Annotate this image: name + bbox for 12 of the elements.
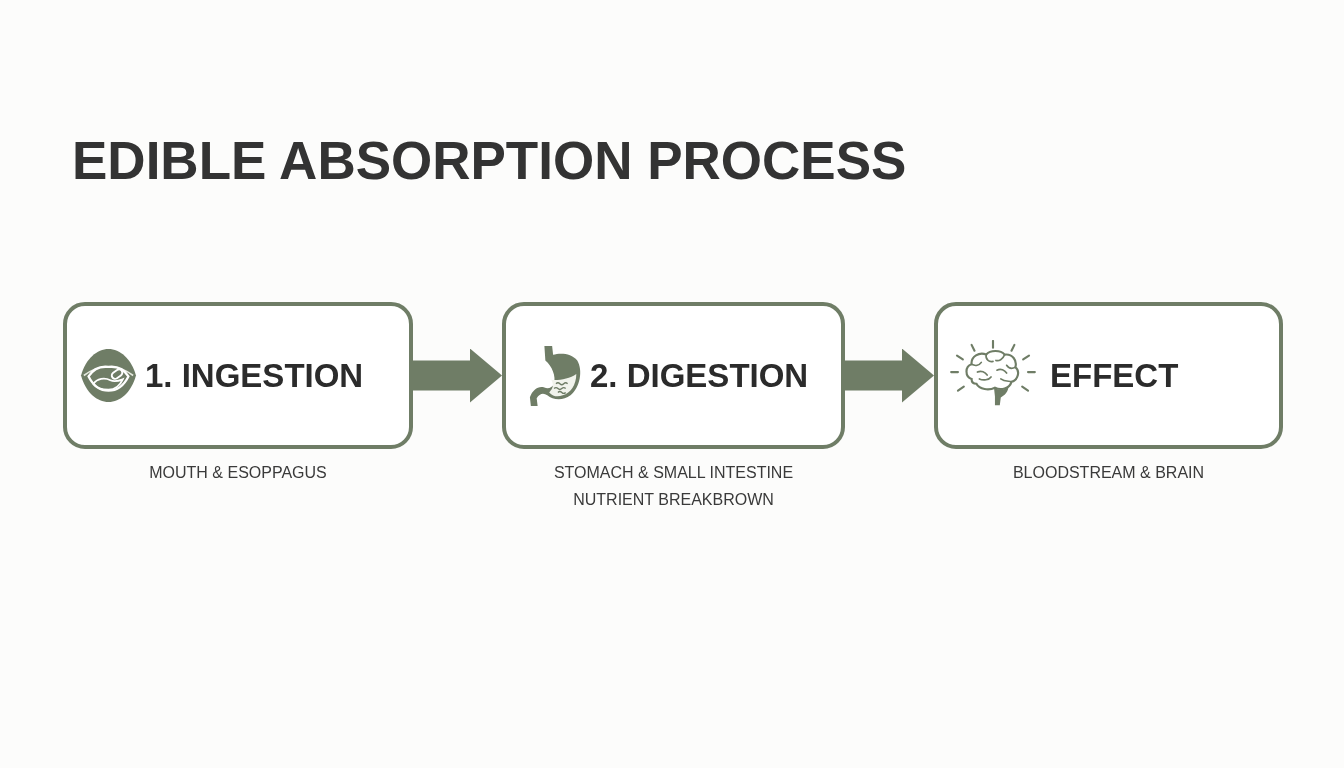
process-box: [502, 302, 845, 449]
arrow: [413, 348, 502, 403]
step-title: 2. DIGESTION: [590, 359, 809, 392]
process-box: [63, 302, 413, 449]
step-caption: BLOODSTREAM & BRAIN: [1012, 463, 1205, 483]
step-caption: STOMACH & SMALL INTESTINE NUTRIENT BREAKBROWN: [552, 463, 795, 510]
process-box: [934, 302, 1283, 449]
step-title: EFFECT: [1050, 359, 1179, 392]
step-caption: MOUTH & ESOPPAGUS: [149, 463, 327, 483]
step-title: 1. INGESTION: [145, 359, 364, 392]
arrow: [845, 348, 934, 403]
diagram-title: EDIBLE ABSORPTION PROCESS: [72, 134, 907, 187]
